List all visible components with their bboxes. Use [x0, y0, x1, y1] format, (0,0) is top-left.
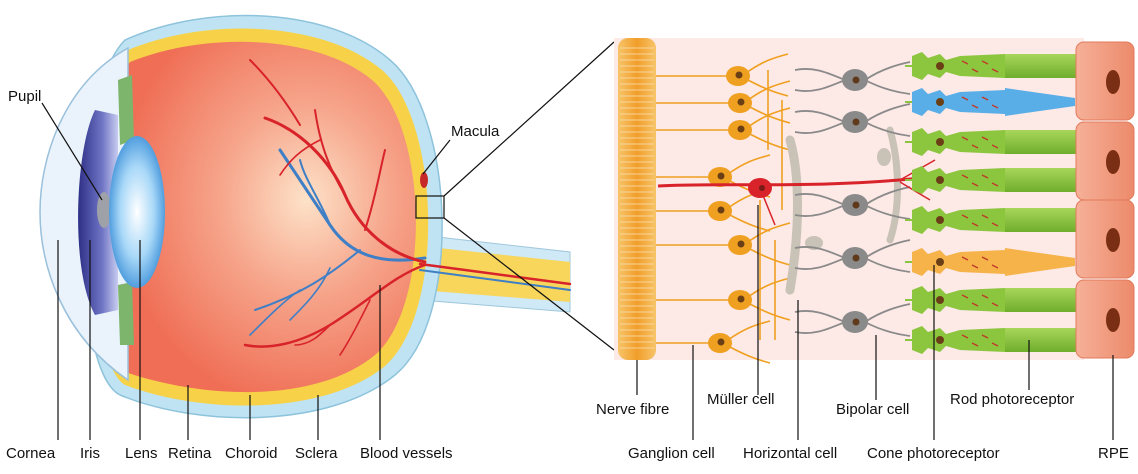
label-macula: Macula	[451, 123, 500, 140]
ganglion-nucleus	[738, 99, 745, 106]
label-sclera: Sclera	[295, 445, 338, 462]
label-rod-photoreceptor: Rod photoreceptor	[950, 391, 1074, 408]
ganglion-nucleus	[738, 126, 745, 133]
photoreceptor-nucleus	[936, 62, 944, 70]
rpe-cell	[1076, 280, 1134, 358]
eye-cross-section	[40, 16, 614, 418]
rpe-cell	[1076, 122, 1134, 200]
bipolar-nucleus	[853, 77, 860, 84]
rpe-cell	[1076, 200, 1134, 278]
photoreceptor-nucleus	[936, 336, 944, 344]
label-retina: Retina	[168, 445, 212, 462]
label-muller-cell: Müller cell	[707, 391, 775, 408]
label-lens: Lens	[125, 445, 158, 462]
ganglion-nucleus	[718, 207, 725, 214]
label-blood-vessels: Blood vessels	[360, 445, 453, 462]
ganglion-nucleus	[718, 173, 725, 180]
ganglion-nucleus	[736, 72, 743, 79]
photoreceptor-nucleus	[936, 258, 944, 266]
macula	[420, 172, 428, 188]
rod-outer-segment	[1005, 208, 1077, 232]
label-cone-photoreceptor: Cone photoreceptor	[867, 445, 1000, 462]
rod-outer-segment	[1005, 288, 1077, 312]
bipolar-nucleus	[853, 202, 860, 209]
label-iris: Iris	[80, 445, 100, 462]
retina-layers	[614, 38, 1134, 363]
label-horizontal-cell: Horizontal cell	[743, 445, 837, 462]
rod-outer-segment	[1005, 130, 1077, 154]
lens	[109, 136, 165, 288]
rod-outer-segment	[1005, 54, 1077, 78]
photoreceptor-nucleus	[936, 98, 944, 106]
bipolar-nucleus	[853, 119, 860, 126]
photoreceptor-nucleus	[936, 176, 944, 184]
label-choroid: Choroid	[225, 445, 278, 462]
ganglion-nucleus	[738, 241, 745, 248]
photoreceptor-nucleus	[936, 296, 944, 304]
ciliary-body-lower	[118, 282, 134, 345]
rpe-nucleus	[1106, 70, 1120, 94]
pupil	[97, 192, 111, 228]
rpe-nucleus	[1106, 228, 1120, 252]
label-rpe: RPE	[1098, 445, 1129, 462]
label-pupil: Pupil	[8, 88, 41, 105]
label-bipolar-cell: Bipolar cell	[836, 401, 909, 418]
ciliary-body	[118, 75, 134, 145]
ganglion-nucleus	[738, 296, 745, 303]
rod-outer-segment	[1005, 328, 1077, 352]
bipolar-nucleus	[853, 319, 860, 326]
label-ganglion-cell: Ganglion cell	[628, 445, 715, 462]
rpe-nucleus	[1106, 150, 1120, 174]
rpe-cell	[1076, 42, 1134, 120]
label-nerve-fibre: Nerve fibre	[596, 401, 669, 418]
label-cornea: Cornea	[6, 445, 56, 462]
rod-outer-segment	[1005, 168, 1077, 192]
bipolar-nucleus	[853, 255, 860, 262]
ganglion-nucleus	[718, 339, 725, 346]
photoreceptor-nucleus	[936, 138, 944, 146]
rpe-nucleus	[1106, 308, 1120, 332]
rpe-layer	[1076, 42, 1134, 358]
photoreceptor-nucleus	[936, 216, 944, 224]
